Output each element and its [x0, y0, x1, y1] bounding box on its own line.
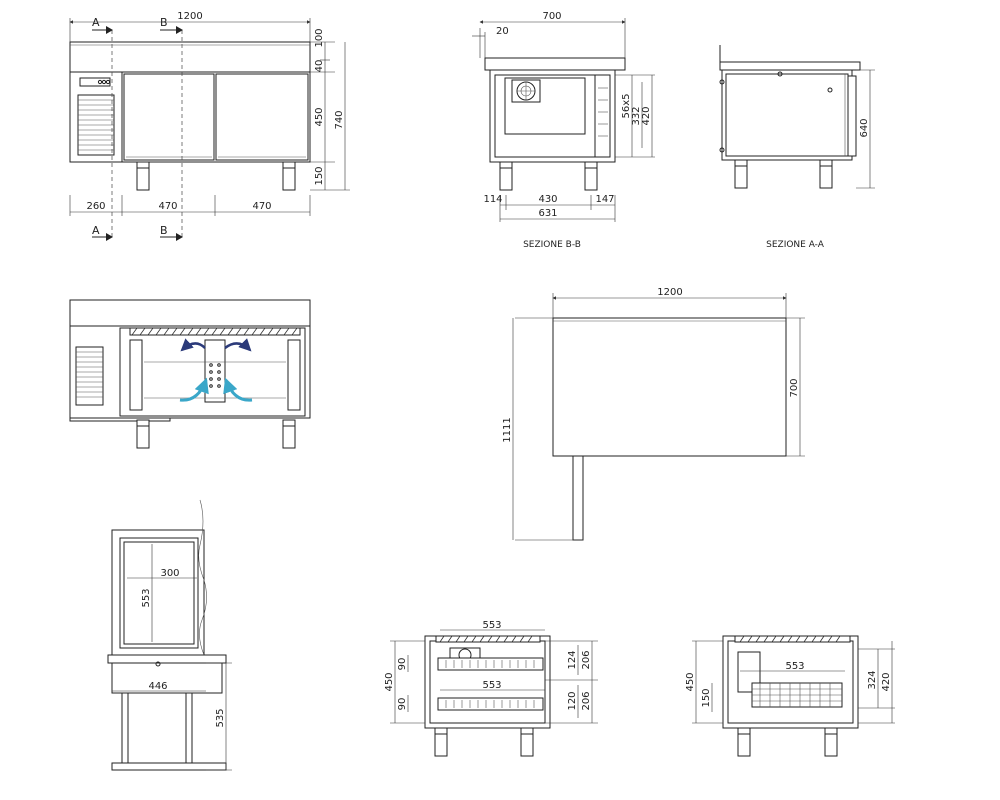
- dim-front-h4: 150: [314, 166, 325, 185]
- dim-bb-top: 20: [496, 26, 509, 37]
- bb-worktop: [484, 57, 626, 71]
- dim-door-535: 535: [215, 708, 226, 727]
- section-letter-b-top: B: [160, 16, 168, 29]
- foot-right: [282, 161, 296, 191]
- airflow-warm-left-arrow: [180, 338, 206, 352]
- section-letter-b-bottom: B: [160, 224, 168, 237]
- dim-door-553: 553: [141, 588, 152, 607]
- dim-front-h3: 450: [314, 107, 325, 126]
- airflow-warm-right-arrow: [224, 338, 252, 352]
- dim-d1-90b: 90: [397, 698, 408, 711]
- dim-d1-90a: 90: [397, 658, 408, 671]
- dim-d2-553: 553: [785, 661, 804, 672]
- dim-d2-150: 150: [701, 688, 712, 707]
- section-aa-view: 640 SEZIONE A-A: [719, 45, 875, 250]
- door-open-view: 300 553 446 535: [107, 499, 232, 771]
- foot-left: [136, 161, 150, 191]
- airflow-hatch: [129, 327, 301, 336]
- section-letter-a-bottom: A: [92, 224, 100, 237]
- door-right: [215, 73, 309, 161]
- dim-plan-depth: 700: [789, 378, 800, 397]
- dim-door-300: 300: [160, 568, 179, 579]
- dim-bb-332: 332: [631, 106, 642, 125]
- dim-d1-450: 450: [384, 672, 395, 691]
- dim-bb-631: 631: [538, 208, 557, 219]
- dim-front-width: 1200: [177, 11, 202, 22]
- control-knob: [97, 79, 103, 85]
- dim-d1-206b: 206: [581, 691, 592, 710]
- section-letter-a-top: A: [92, 16, 100, 29]
- door-left: [123, 73, 215, 161]
- dim-front-h1: 100: [314, 28, 325, 47]
- grille-vent: [77, 94, 115, 156]
- dim-bb-56x5: 56x5: [621, 93, 632, 118]
- caption-section-aa: SEZIONE A-A: [766, 240, 825, 250]
- dim-front-total-h: 740: [334, 110, 345, 129]
- dim-d1-120: 120: [567, 691, 578, 710]
- dim-d1-553b: 553: [482, 680, 501, 691]
- dim-d1-553a: 553: [482, 620, 501, 631]
- dim-d1-206a: 206: [581, 650, 592, 669]
- drawer-section-2-view: 553 450 150 324 420: [685, 635, 895, 757]
- dim-d2-450: 450: [685, 672, 696, 691]
- dim-front-w1: 260: [86, 201, 105, 212]
- dim-front-w3: 470: [252, 201, 271, 212]
- dim-aa-640: 640: [859, 118, 870, 137]
- dim-door-446: 446: [148, 681, 167, 692]
- airflow-view: [69, 299, 311, 449]
- dim-d1-124: 124: [567, 650, 578, 669]
- dim-bb-width: 700: [542, 11, 561, 22]
- airflow-grille: [75, 346, 104, 406]
- plan-leg: [572, 455, 584, 541]
- caption-section-bb: SEZIONE B-B: [523, 240, 581, 250]
- worktop: [69, 41, 311, 73]
- section-bb-view: 700 20 56x5 332 420 114 430 147 631 SEZI…: [472, 11, 655, 250]
- dim-d2-324: 324: [867, 670, 878, 689]
- dim-front-h2: 40: [314, 60, 325, 73]
- dim-d2-420: 420: [881, 672, 892, 691]
- plan-worktop: [552, 317, 787, 457]
- drawer-lower: [437, 697, 544, 711]
- drawer-upper: [437, 657, 544, 671]
- dim-front-w2: 470: [158, 201, 177, 212]
- dim-bb-420: 420: [641, 106, 652, 125]
- front-elevation-view: A B A B 1200 100 40 450 150 740 260 470 …: [69, 11, 350, 241]
- dim-plan-width: 1200: [657, 287, 682, 298]
- airflow-cold-right-arrow: [223, 377, 253, 402]
- dim-bb-147: 147: [595, 194, 614, 205]
- airflow-cold-left-arrow: [179, 377, 209, 402]
- drawer-section-1-view: 553 553 450 90 90 124 206 120 206: [384, 620, 598, 757]
- plan-view: 1200 700 1111: [502, 287, 805, 541]
- dim-plan-1111: 1111: [502, 417, 513, 442]
- dim-bb-430: 430: [538, 194, 557, 205]
- dim-bb-114: 114: [483, 194, 502, 205]
